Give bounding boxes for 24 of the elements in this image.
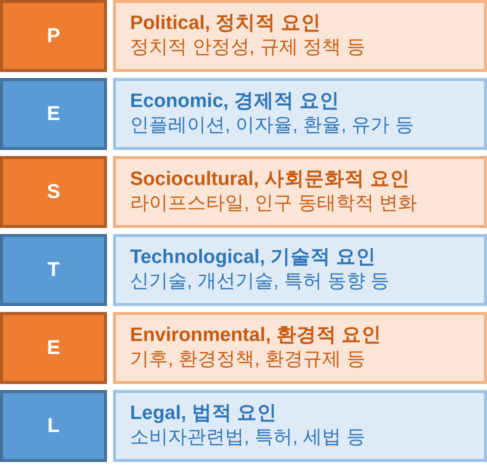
factor-box [113,78,487,150]
letter-box: L [0,390,107,462]
factor-heading: Economic, 경제적 요인 [130,89,340,113]
letter-box: E [0,78,107,150]
factor-box [113,390,487,462]
factor-heading: Political, 정치적 요인 [130,11,322,35]
factor-description: 정치적 안정성, 규제 정책 등 [130,36,366,60]
factor-heading: Legal, 법적 요인 [130,401,278,425]
factor-box [113,156,487,228]
factor-heading: Sociocultural, 사회문화적 요인 [130,167,410,191]
letter-box: T [0,234,107,306]
factor-description: 기후, 환경정책, 환경규제 등 [130,348,366,372]
factor-box [113,0,487,72]
letter-box: P [0,0,107,72]
letter-box: E [0,312,107,384]
factor-description: 소비자관련법, 특허, 세법 등 [130,426,366,450]
factor-description: 라이프스타일, 인구 동태학적 변화 [130,192,418,216]
factor-heading: Technological, 기술적 요인 [130,245,376,269]
factor-box [113,312,487,384]
factor-box [113,234,487,306]
letter-box: S [0,156,107,228]
factor-description: 신기술, 개선기술, 특허 동향 등 [130,270,390,294]
factor-description: 인플레이션, 이자율, 환율, 유가 등 [130,114,414,138]
factor-heading: Environmental, 환경적 요인 [130,323,382,347]
